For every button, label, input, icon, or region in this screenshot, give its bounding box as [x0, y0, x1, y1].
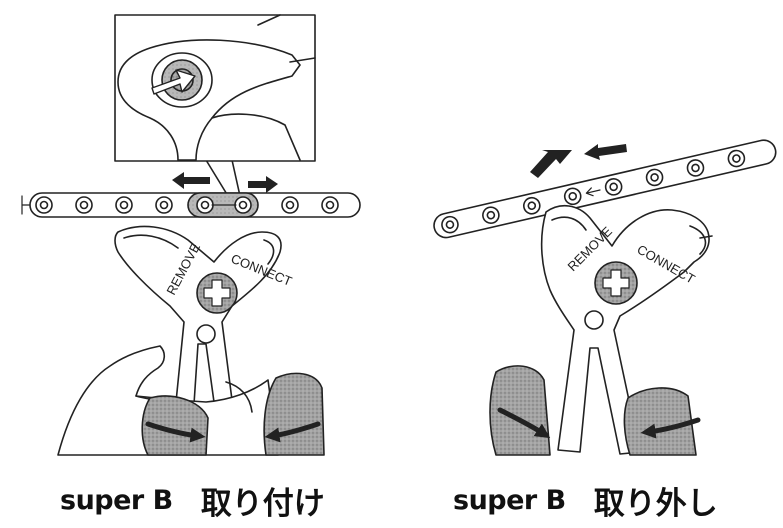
grip-left-b [263, 372, 325, 456]
inset-detail [114, 14, 316, 197]
arrow-icon [145, 421, 321, 443]
caption-install-action: 取り付け [200, 485, 325, 522]
chain-tool-right: REMOVE CONNECT [540, 205, 713, 455]
caption-remove: super B 取り外し [453, 478, 718, 522]
chain-left [21, 192, 361, 218]
arrow-icon [530, 144, 627, 178]
arrow-icon [172, 172, 278, 193]
remove-illustration: REMOVE CONNECT [433, 139, 777, 456]
chain-tool-left: REMOVE CONNECT [114, 225, 294, 405]
screw-icon [594, 261, 638, 305]
caption-remove-action: 取り外し [593, 485, 718, 522]
caption-install-brand: super B [60, 484, 173, 516]
caption-install: super B 取り付け [60, 478, 325, 522]
screw-icon [196, 272, 238, 314]
caption-remove-brand: super B [453, 484, 566, 516]
install-illustration: REMOVE CONNECT [21, 14, 361, 456]
arrow-icon [497, 407, 701, 439]
chain-right [433, 139, 777, 239]
